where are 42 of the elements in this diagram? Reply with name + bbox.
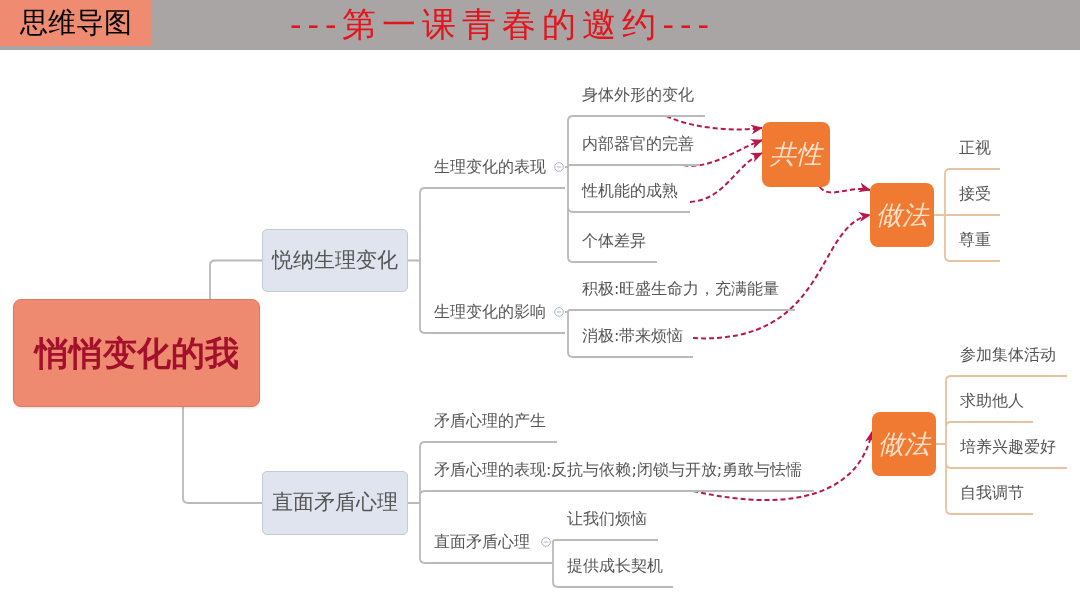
connector-line — [564, 309, 574, 358]
branch-topic: 生理变化的表现 — [424, 146, 565, 189]
dashed-arrow — [818, 183, 871, 194]
connector-line — [209, 259, 263, 300]
branch-topic: 矛盾心理的表现:反抗与依赖;闭锁与开放;勇敢与怯懦 — [424, 449, 814, 492]
branch-topic: 个体差异 — [572, 220, 657, 263]
connector-line — [182, 406, 263, 504]
connector-line — [407, 441, 426, 564]
highlight-box: 共性 — [762, 122, 830, 187]
branch-topic: 生理变化的影响 — [424, 291, 565, 334]
branch-topic: 内部器官的完善 — [572, 123, 700, 166]
branch-topic: 让我们烦恼 — [557, 498, 658, 541]
connector-line — [551, 539, 559, 588]
dashed-arrow — [665, 115, 763, 135]
branch-topic: 身体外形的变化 — [572, 74, 705, 117]
branch-topic: 消极:带来烦恼 — [572, 315, 693, 358]
connector-line — [935, 375, 952, 515]
tag-box: 思维导图 — [0, 0, 152, 46]
branch-topic: 正视 — [949, 127, 1000, 170]
dashed-arrow — [692, 214, 871, 340]
dashed-arrow — [692, 430, 874, 502]
branch-topic: 提供成长契机 — [557, 545, 673, 588]
branch-topic: 培养兴趣爱好 — [950, 426, 1067, 469]
topic-box: 悦纳生理变化 — [262, 229, 408, 292]
title: ---第一课青春的邀约--- — [290, 4, 715, 44]
highlight-box: 做法 — [872, 412, 936, 476]
branch-topic: 直面矛盾心理 — [424, 521, 552, 564]
branch-topic: 尊重 — [949, 219, 1000, 262]
connector-line — [407, 187, 426, 334]
highlight-box: 做法 — [870, 183, 934, 247]
central-topic-box: 悄悄变化的我 — [13, 299, 260, 407]
branch-topic: 自我调节 — [950, 472, 1033, 515]
branch-topic: 求助他人 — [950, 380, 1033, 423]
topic-box: 直面矛盾心理 — [262, 471, 408, 535]
dashed-arrow — [689, 152, 763, 203]
connector-line — [564, 115, 574, 263]
branch-topic: 接受 — [949, 173, 1000, 216]
branch-topic: 性机能的成熟 — [572, 170, 690, 213]
branch-topic: 积极:旺盛生命力，充满能量 — [572, 268, 795, 311]
branch-topic: 参加集体活动 — [950, 334, 1067, 377]
branch-topic: 矛盾心理的产生 — [424, 400, 557, 443]
connector-line — [933, 168, 951, 262]
